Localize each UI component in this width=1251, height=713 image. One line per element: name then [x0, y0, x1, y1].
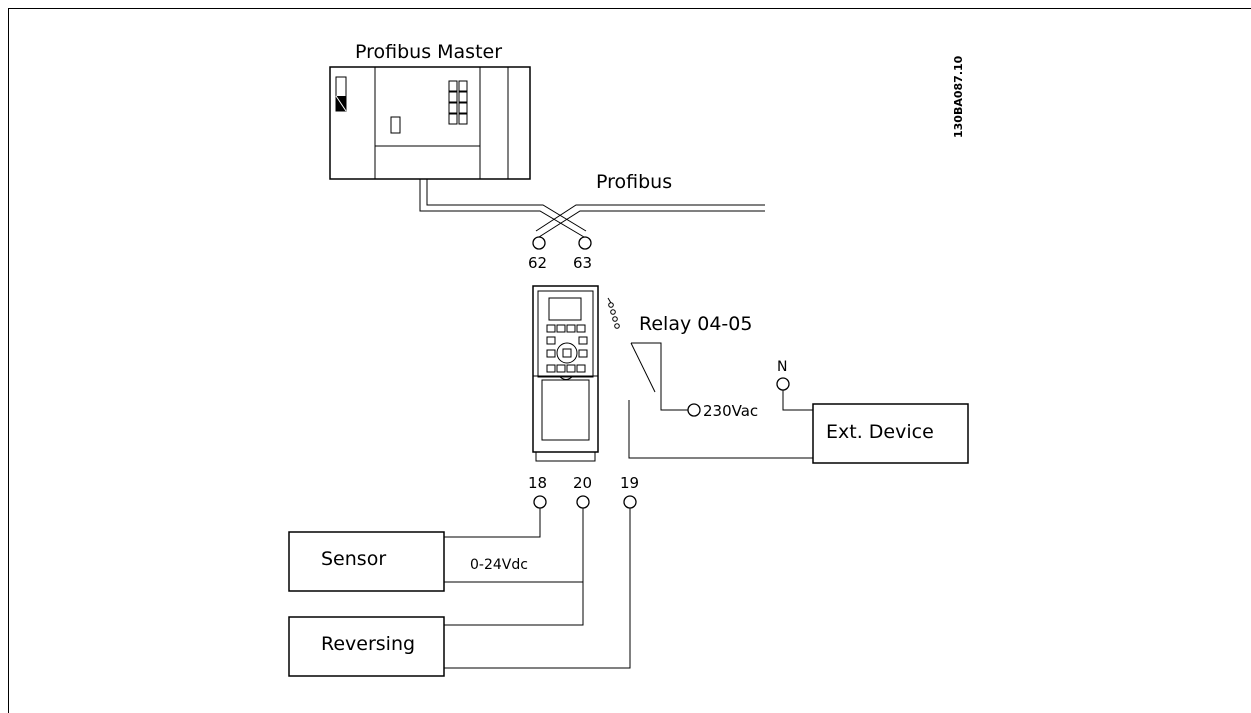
reversing-wire-20	[444, 508, 584, 626]
drive-unit	[532, 285, 599, 462]
terminal-62	[532, 236, 546, 250]
chain-icon	[607, 297, 620, 329]
relay-label: Relay 04-05	[639, 313, 752, 335]
supply-terminal	[687, 403, 701, 417]
master-label: Profibus Master	[355, 41, 502, 63]
neutral-label: N	[777, 359, 787, 375]
terminal-18-label: 18	[528, 474, 547, 492]
neutral-wire	[782, 390, 813, 411]
led-grid	[448, 80, 468, 125]
reversing-label: Reversing	[321, 633, 415, 655]
ext-device-box	[812, 403, 969, 464]
terminal-19	[623, 495, 637, 509]
ext-device-label: Ext. Device	[826, 421, 934, 443]
diagram-frame	[8, 8, 1251, 713]
terminal-20	[576, 495, 590, 509]
sensor-label: Sensor	[321, 548, 386, 570]
reversing-wire-19	[444, 508, 631, 669]
terminal-18	[533, 495, 547, 509]
profibus-master-plc	[329, 66, 531, 180]
terminal-62-label: 62	[528, 254, 547, 272]
terminal-19-label: 19	[620, 474, 639, 492]
sensor-signal-label: 0-24Vdc	[470, 557, 528, 573]
terminal-63	[578, 236, 592, 250]
sensor-wire-18	[444, 508, 541, 538]
terminal-63-label: 63	[573, 254, 592, 272]
reference-code: 130BA087.10	[952, 55, 965, 138]
reversing-box	[288, 616, 445, 677]
neutral-terminal	[776, 377, 790, 391]
bus-label: Profibus	[596, 171, 672, 193]
profibus-cable	[419, 179, 765, 238]
relay-contact	[628, 342, 813, 459]
sensor-box	[288, 531, 445, 592]
supply-label: 230Vac	[703, 402, 758, 420]
terminal-20-label: 20	[573, 474, 592, 492]
